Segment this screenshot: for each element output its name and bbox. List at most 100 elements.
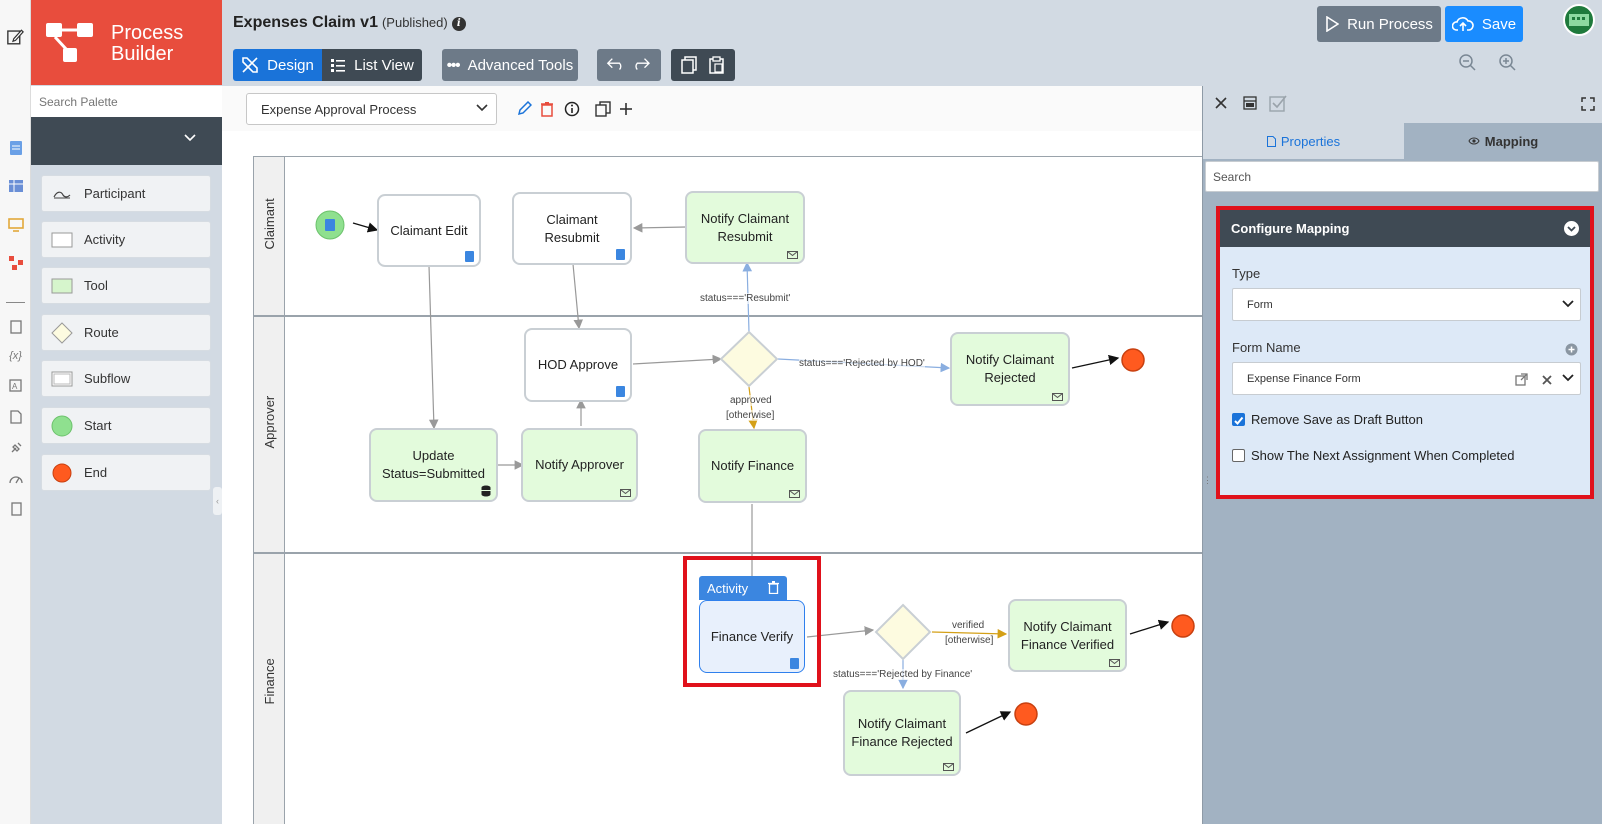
- route-diamond-hod[interactable]: [719, 330, 779, 388]
- chevron-circle-down-icon[interactable]: [1564, 221, 1579, 236]
- palette-search-input[interactable]: [31, 86, 222, 117]
- palette-item-tool[interactable]: Tool: [41, 267, 211, 304]
- activity-claimant-edit[interactable]: Claimant Edit: [377, 194, 481, 267]
- info-icon[interactable]: i: [451, 17, 466, 31]
- configure-mapping-header[interactable]: Configure Mapping: [1219, 209, 1591, 247]
- tab-mapping[interactable]: Mapping: [1404, 123, 1602, 159]
- panel-resize-handle[interactable]: ⋮: [1203, 475, 1212, 485]
- plugin-icon[interactable]: [7, 439, 24, 456]
- add-form-icon[interactable]: [1565, 343, 1578, 359]
- document-icon: [1266, 135, 1276, 147]
- process-select[interactable]: Expense Approval Process: [246, 93, 497, 125]
- palette-item-subflow[interactable]: Subflow: [41, 360, 211, 397]
- publish-status: (Published): [381, 15, 448, 30]
- note-icon[interactable]: [7, 318, 24, 335]
- paste-icon[interactable]: [708, 56, 726, 74]
- tool-notify-claimant-finance-rejected[interactable]: Notify Claimant Finance Rejected: [843, 690, 961, 776]
- duplicate-process-icon[interactable]: [594, 100, 612, 118]
- zoom-in-icon[interactable]: [1498, 53, 1516, 74]
- palette-category-dropdown[interactable]: [31, 117, 222, 165]
- performance-icon[interactable]: [7, 469, 24, 486]
- tab-properties[interactable]: Properties: [1203, 123, 1404, 159]
- tool-notify-claimant-resubmit[interactable]: Notify Claimant Resubmit: [685, 191, 805, 264]
- advanced-tools-button[interactable]: ••• Advanced Tools: [442, 49, 578, 81]
- palette-item-start[interactable]: Start: [41, 407, 211, 444]
- lane-approver[interactable]: Approver: [253, 316, 1202, 553]
- form-builder-icon[interactable]: [7, 139, 24, 156]
- delete-process-icon[interactable]: [538, 100, 556, 118]
- user-avatar[interactable]: [1563, 4, 1595, 36]
- design-view-button[interactable]: Design: [233, 49, 322, 81]
- tool-notify-finance[interactable]: Notify Finance: [698, 429, 807, 503]
- panel-search-input[interactable]: Search: [1205, 161, 1599, 192]
- document-icon[interactable]: [7, 408, 24, 425]
- palette-collapse-handle[interactable]: ‹: [213, 487, 222, 515]
- redo-icon[interactable]: [632, 57, 654, 73]
- userview-icon[interactable]: [7, 216, 24, 233]
- palette-item-route[interactable]: Route: [41, 314, 211, 351]
- copy-icon[interactable]: [680, 56, 698, 74]
- tool-update-status-submitted[interactable]: Update Status=Submitted: [369, 428, 498, 502]
- lane-claimant[interactable]: Claimant: [253, 156, 1202, 316]
- clear-icon[interactable]: [1542, 375, 1552, 385]
- datalist-icon[interactable]: [7, 177, 24, 194]
- form-doc-icon: [325, 219, 335, 231]
- node-label: Notify Claimant Resubmit: [700, 210, 790, 244]
- tool-box-icon: [51, 277, 73, 295]
- trash-icon[interactable]: [768, 581, 779, 594]
- external-link-icon[interactable]: [1515, 373, 1528, 386]
- run-process-button[interactable]: Run Process: [1317, 6, 1441, 42]
- process-info-icon[interactable]: [563, 100, 581, 118]
- form-doc-icon: [616, 386, 625, 397]
- form-name-select[interactable]: Expense Finance Form: [1232, 362, 1581, 395]
- palette-item-end[interactable]: End: [41, 454, 211, 491]
- zoom-out-icon[interactable]: [1458, 53, 1476, 74]
- configure-mapping-title: Configure Mapping: [1231, 220, 1350, 236]
- app-logo[interactable]: Process Builder: [31, 0, 222, 85]
- check-square-icon[interactable]: [1269, 94, 1287, 115]
- show-next-assignment-checkbox[interactable]: [1232, 449, 1245, 462]
- list-view-button[interactable]: List View: [322, 49, 422, 81]
- route-diamond-finance[interactable]: [874, 603, 932, 661]
- swimlane-icon: [51, 185, 73, 203]
- end-node[interactable]: [1014, 702, 1038, 726]
- activity-finance-verify[interactable]: Finance Verify: [699, 600, 805, 673]
- panel-search-placeholder: Search: [1213, 169, 1252, 184]
- lane-header: Approver: [254, 317, 285, 552]
- remove-save-draft-checkbox[interactable]: [1232, 413, 1245, 426]
- activity-hod-approve[interactable]: HOD Approve: [524, 328, 632, 402]
- checkmark-icon: [1234, 416, 1244, 425]
- selected-node-toolbar[interactable]: Activity: [699, 576, 787, 600]
- expand-icon[interactable]: [1581, 97, 1595, 114]
- tool-notify-claimant-finance-verified[interactable]: Notify Claimant Finance Verified: [1008, 599, 1127, 672]
- palette-item-activity[interactable]: Activity: [41, 221, 211, 258]
- form-name-label: Form Name: [1232, 340, 1301, 355]
- lane-finance[interactable]: Finance: [253, 553, 1202, 824]
- edit-process-icon[interactable]: [515, 100, 533, 118]
- process-icon[interactable]: [7, 254, 24, 271]
- end-node[interactable]: [1171, 614, 1195, 638]
- play-icon: [1326, 16, 1340, 32]
- close-icon[interactable]: [1215, 97, 1227, 112]
- log-icon[interactable]: [7, 500, 24, 517]
- variables-icon[interactable]: {x}: [9, 349, 22, 362]
- edge-label: verified: [952, 620, 985, 631]
- palette-item-participant[interactable]: Participant: [41, 175, 211, 212]
- undo-icon[interactable]: [604, 57, 626, 73]
- app-name: Process Builder: [111, 23, 183, 65]
- palette-item-label: Start: [84, 418, 112, 433]
- node-label: Notify Claimant Finance Verified: [1020, 618, 1115, 652]
- end-circle-icon: [51, 463, 73, 482]
- panel-layout-icon[interactable]: [1243, 96, 1257, 113]
- translate-icon[interactable]: A: [7, 377, 24, 394]
- end-node[interactable]: [1121, 348, 1145, 372]
- node-label: Claimant Resubmit: [544, 211, 600, 245]
- save-button[interactable]: Save: [1445, 6, 1523, 42]
- activity-claimant-resubmit[interactable]: Claimant Resubmit: [512, 192, 632, 265]
- tool-notify-approver[interactable]: Notify Approver: [521, 428, 638, 502]
- edit-icon[interactable]: [7, 28, 24, 45]
- add-process-icon[interactable]: [617, 100, 635, 118]
- type-select[interactable]: Form: [1232, 288, 1581, 321]
- envelope-icon: [787, 251, 798, 259]
- tool-notify-claimant-rejected[interactable]: Notify Claimant Rejected: [950, 332, 1070, 406]
